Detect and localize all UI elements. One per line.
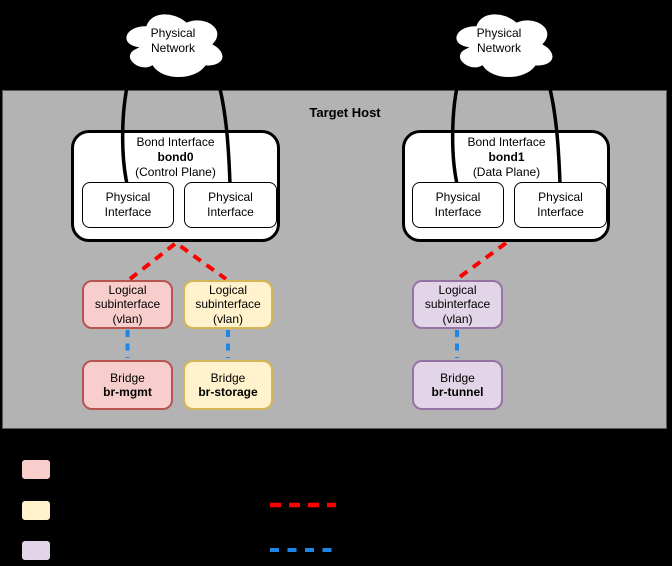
bridge-br-tunnel: Bridge br-tunnel — [412, 360, 503, 410]
cloud-label-left: Physical Network — [150, 26, 196, 55]
logical-subinterface-tunnel: Logical subinterface (vlan) — [412, 280, 503, 329]
bridge-name: br-tunnel — [431, 385, 484, 399]
cloud-label-right: Physical Network — [476, 26, 522, 55]
bridge-label: Bridge — [440, 370, 475, 385]
subinterface-label: Logical subinterface (vlan) — [424, 282, 491, 326]
bridge-name: br-storage — [198, 385, 258, 399]
subinterface-label: Logical subinterface (vlan) — [195, 282, 261, 326]
physical-interface-label: Physical Interface — [207, 190, 254, 219]
physical-interface-box: Physical Interface — [412, 182, 504, 228]
physical-interface-box: Physical Interface — [514, 182, 607, 228]
bridge-br-mgmt: Bridge br-mgmt — [82, 360, 173, 410]
bond-name: bond1 — [488, 150, 525, 164]
bridge-name: br-mgmt — [103, 385, 152, 399]
bridge-label: Bridge — [210, 370, 246, 385]
logical-subinterface-storage: Logical subinterface (vlan) — [183, 280, 273, 329]
bond-title: Bond Interface — [136, 135, 215, 149]
bond0-labels: Bond Interface bond0 (Control Plane) — [71, 135, 280, 180]
bond-plane: (Control Plane) — [135, 165, 216, 179]
bridge-br-storage: Bridge br-storage — [183, 360, 273, 410]
physical-interface-box: Physical Interface — [184, 182, 277, 228]
subinterface-label: Logical subinterface (vlan) — [94, 282, 161, 326]
logical-subinterface-mgmt: Logical subinterface (vlan) — [82, 280, 173, 329]
bond1-labels: Bond Interface bond1 (Data Plane) — [402, 135, 611, 180]
legend-swatch-mgmt — [21, 459, 51, 480]
bond-name: bond0 — [157, 150, 194, 164]
bridge-label: Bridge — [110, 370, 145, 385]
physical-interface-label: Physical Interface — [104, 190, 152, 219]
target-host-title: Target Host — [309, 105, 381, 120]
legend-swatch-storage — [21, 500, 51, 521]
bond-title: Bond Interface — [467, 135, 546, 149]
physical-interface-box: Physical Interface — [82, 182, 174, 228]
physical-interface-label: Physical Interface — [537, 190, 584, 219]
physical-interface-label: Physical Interface — [434, 190, 482, 219]
bond-plane: (Data Plane) — [472, 165, 541, 179]
legend-swatch-tunnel — [21, 540, 51, 561]
